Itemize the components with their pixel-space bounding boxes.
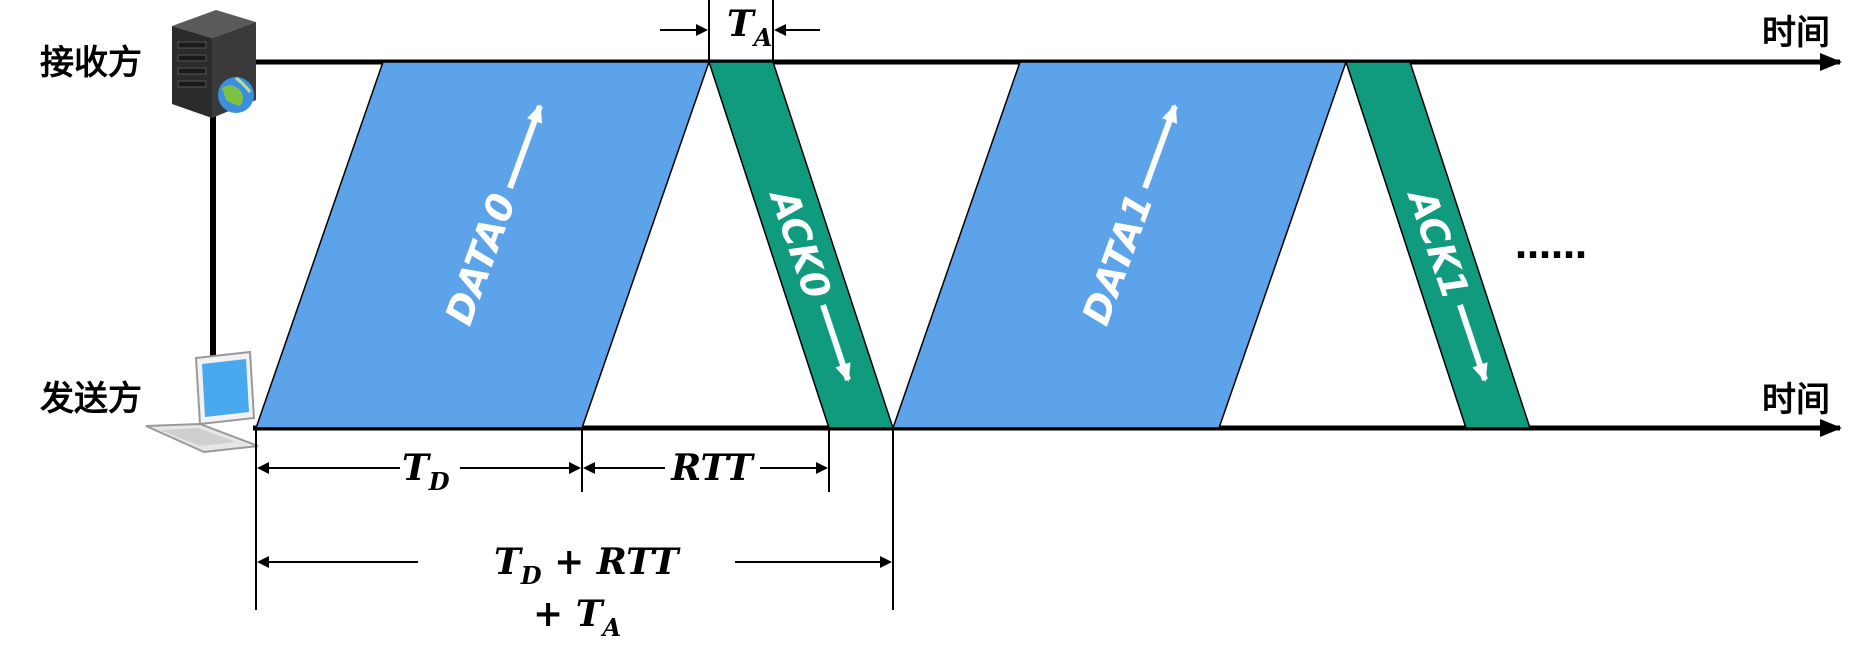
ack1-direction-arrow: [1457, 304, 1488, 382]
continuation-ellipsis: ……: [1515, 226, 1587, 267]
receiver-label: 接收方: [40, 43, 142, 83]
server-icon: [172, 10, 256, 118]
timing-dimension-lines: [255, 428, 894, 610]
rtt-label: RTT: [670, 447, 755, 489]
ta-label: TA: [727, 3, 772, 52]
ack0-direction-arrow: [820, 304, 851, 382]
ta-interval: [660, 0, 820, 62]
total-interval-line2: + TA: [533, 593, 621, 642]
td-label: TD: [402, 447, 450, 496]
time-label-top: 时间: [1762, 13, 1830, 53]
data1-packet: [891, 61, 1348, 429]
total-interval-line1: TD + RTT: [494, 541, 681, 590]
time-label-bottom: 时间: [1762, 380, 1830, 420]
sender-label: 发送方: [40, 379, 142, 419]
data1-direction-arrow: [1142, 104, 1178, 190]
data0-direction-arrow: [507, 104, 543, 190]
ack1-packet: [1344, 61, 1532, 429]
laptop-icon: [145, 350, 259, 454]
